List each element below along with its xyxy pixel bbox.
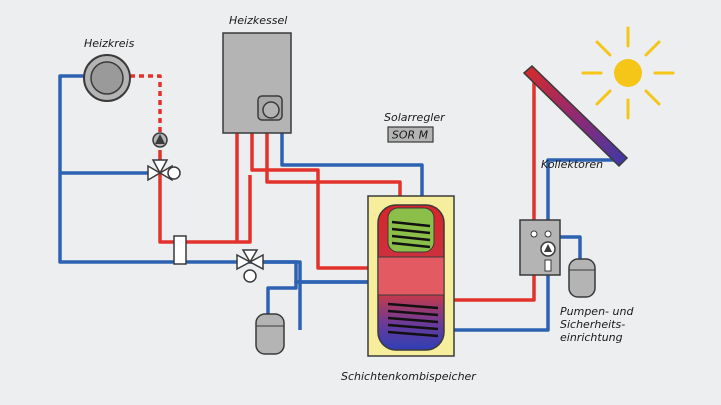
solarregler-label: Solarregler bbox=[384, 111, 446, 124]
pumpen-label-line3: einrichtung bbox=[560, 331, 623, 344]
lower-heat-exchanger-coil-icon bbox=[387, 302, 439, 338]
pumpen-label-line1: Pumpen- und bbox=[560, 305, 634, 318]
pipes bbox=[58, 72, 616, 332]
pumpen-label-line2: Sicherheits- bbox=[560, 318, 625, 331]
solar-pump-icon bbox=[540, 241, 556, 257]
expansion-vessel-icon bbox=[255, 313, 285, 355]
sor-m-controller-box bbox=[387, 126, 434, 143]
flow-separator bbox=[173, 235, 187, 265]
heizkreis-three-way-valve-icon bbox=[147, 159, 181, 182]
heizkessel-label: Heizkessel bbox=[229, 14, 287, 27]
heizkreis-label: Heizkreis bbox=[84, 37, 135, 50]
heizkessel-boiler bbox=[222, 32, 292, 134]
upper-heat-exchanger-coil-icon bbox=[391, 220, 431, 249]
kollektoren-label: Kollektoren bbox=[541, 158, 603, 171]
schichtenkombispeicher-tank bbox=[367, 195, 455, 357]
heizkreis-cold-pipe bbox=[58, 74, 302, 330]
return-to-tank-pipe bbox=[250, 260, 380, 284]
speicher-label: Schichtenkombispeicher bbox=[341, 370, 477, 383]
heizkreis-radiator bbox=[83, 54, 131, 102]
kollektoren-collector bbox=[522, 64, 629, 168]
heizkreis-pump-icon bbox=[152, 132, 168, 148]
sun-icon bbox=[581, 26, 675, 120]
heizkreis-hot-dashed-pipe bbox=[130, 74, 162, 135]
solar-expansion-vessel-icon bbox=[568, 258, 596, 298]
heizkreis-hot-pipe bbox=[158, 150, 252, 244]
boiler-to-tank-mid-pipe bbox=[250, 133, 378, 270]
boiler-return-pipe bbox=[280, 133, 424, 212]
sor-m-label: SOR M bbox=[392, 129, 429, 142]
tank-to-vessel-pipe bbox=[266, 280, 380, 318]
boiler-three-way-valve-icon bbox=[236, 249, 264, 283]
